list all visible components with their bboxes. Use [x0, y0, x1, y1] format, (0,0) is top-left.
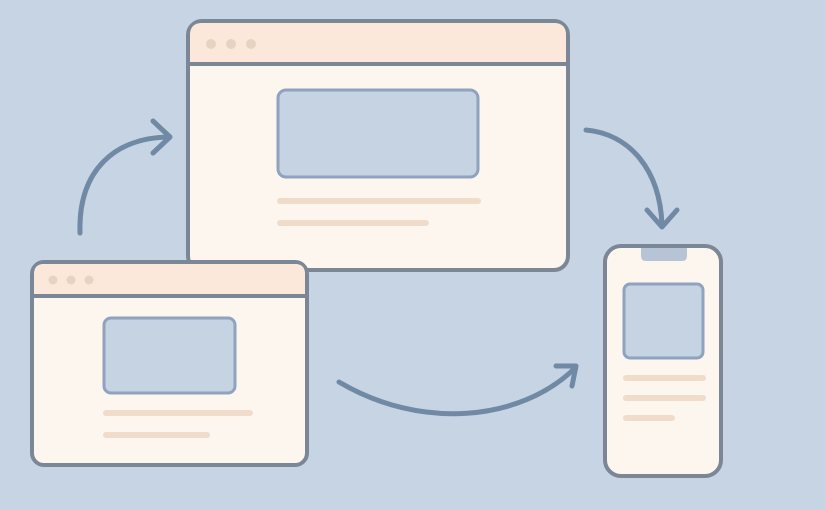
window-dot: [246, 39, 256, 49]
image-placeholder: [622, 282, 705, 360]
image-placeholder: [276, 88, 480, 179]
window-dot: [226, 39, 236, 49]
phone-notch: [641, 248, 687, 261]
window-dot: [48, 275, 58, 285]
mobile-phone: [603, 244, 723, 478]
desktop-window-small: [30, 260, 309, 467]
desktop-window-large: [186, 19, 570, 272]
arrow-down-right-icon: [583, 127, 680, 230]
arrow-bottom-icon: [336, 363, 579, 417]
image-placeholder: [102, 316, 237, 395]
window-dot: [66, 275, 76, 285]
arrow-up-icon: [77, 118, 173, 236]
window-dot: [206, 39, 216, 49]
window-dot: [84, 275, 94, 285]
